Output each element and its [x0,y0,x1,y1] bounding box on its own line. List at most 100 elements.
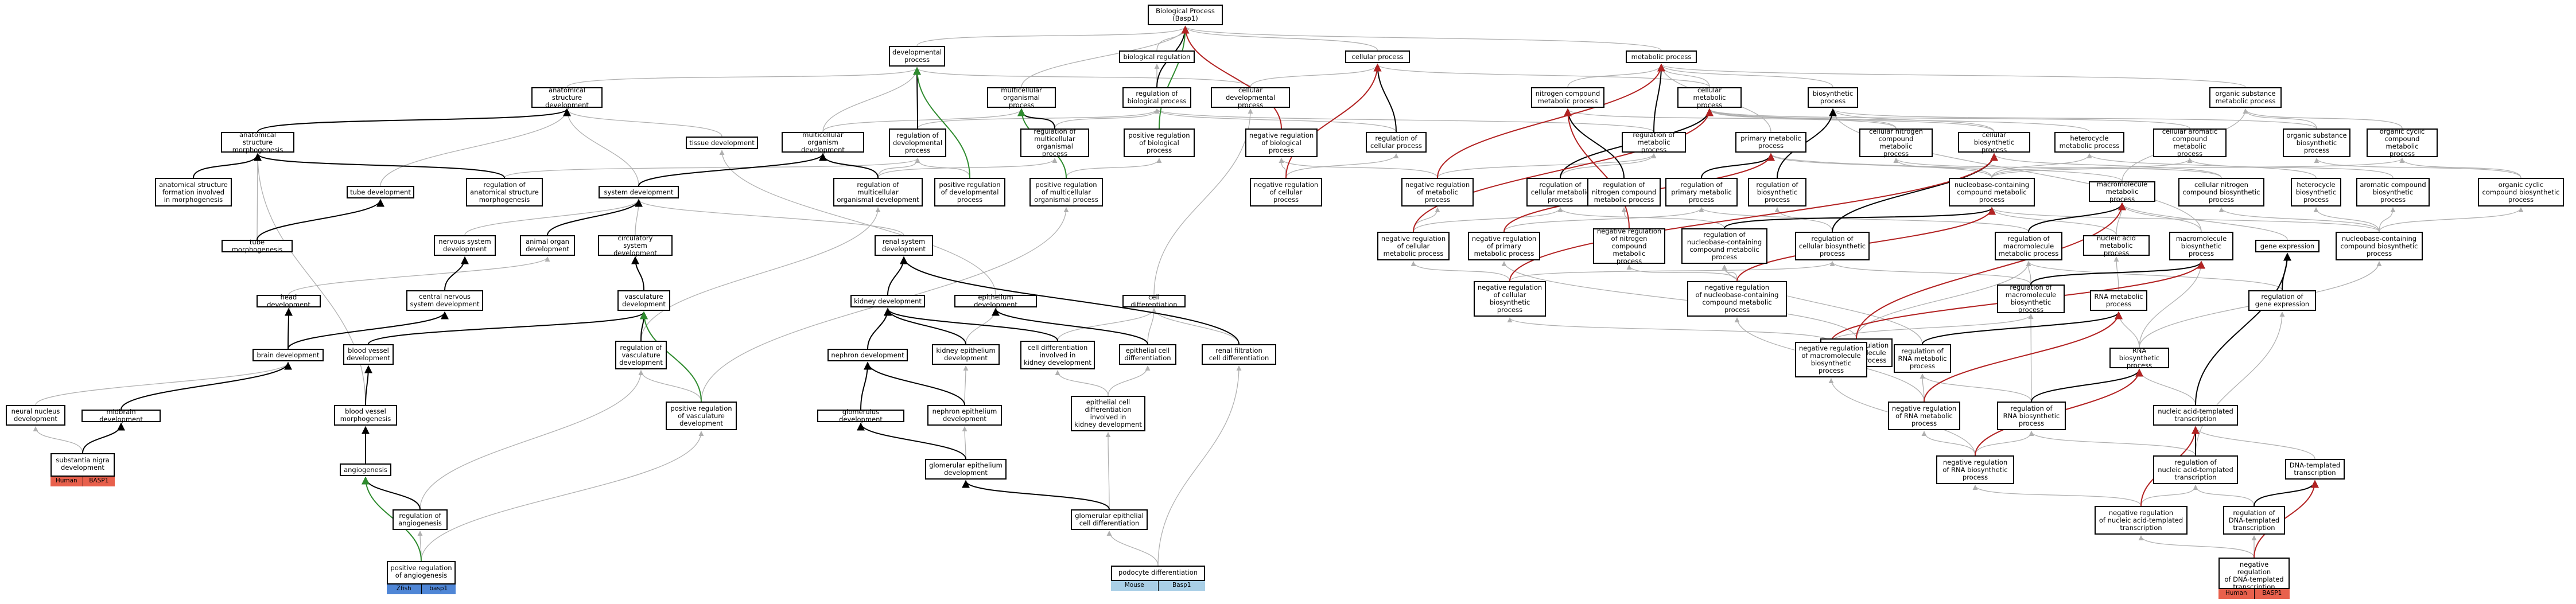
node-multicellular-organismal-process[interactable]: multicellular organismal process [987,86,1056,108]
node-nephron-epithelium-development[interactable]: nephron epithelium development [927,405,1002,426]
node-regulation-of-macromolecule-metabolic-process[interactable]: regulation of macromolecule metabolic pr… [1995,232,2062,260]
node-nervous-system-development[interactable]: nervous system development [434,235,496,256]
node-negative-regulation-of-cellular-metabolic-process[interactable]: negative regulation of cellular metaboli… [1377,232,1450,260]
node-epithelium-development[interactable]: epithelium development [954,294,1037,309]
node-regulation-of-nitrogen-compound-metabolic-process[interactable]: regulation of nitrogen compound metaboli… [1587,178,1661,206]
node-regulation-of-cellular-metabolic-process[interactable]: regulation of cellular metabolic process [1526,178,1594,206]
node-regulation-of-anatomical-structure-morphogenesis[interactable]: regulation of anatomical structure morph… [466,178,543,206]
node-circulatory-system-development[interactable]: circulatory system development [598,234,673,256]
node-organic-substance-biosynthetic-process[interactable]: organic substance biosynthetic process [2283,128,2350,157]
node-regulation-of-cellular-process[interactable]: regulation of cellular process [1366,132,1427,153]
node-vasculature-development[interactable]: vasculature development [617,290,670,311]
node-primary-metabolic-process[interactable]: primary metabolic process [1735,132,1806,153]
node-negative-regulation-of-metabolic-process[interactable]: negative regulation of metabolic process [1401,178,1474,206]
node-regulation-of-nucleic-acid-templated-transcription[interactable]: regulation of nucleic acid-templated tra… [2153,455,2238,484]
node-regulation-of-gene-expression[interactable]: regulation of gene expression [2248,290,2316,311]
node-regulation-of-angiogenesis[interactable]: regulation of angiogenesis [393,509,448,530]
node-nucleobase-containing-compound-biosynthetic-process[interactable]: nucleobase-containing compound biosynthe… [2336,232,2423,260]
node-positive-regulation-of-multicellular-organismal-process[interactable]: positive regulation of multicellular org… [1029,178,1103,206]
node-blood-vessel-development[interactable]: blood vessel development [343,344,394,365]
node-rna-biosynthetic-process[interactable]: RNA biosynthetic process [2109,346,2169,369]
node-tissue-development[interactable]: tissue development [686,137,758,149]
node-developmental-process[interactable]: developmental process [889,46,945,67]
node-anatomical-structure-formation[interactable]: anatomical structure formation involved … [155,178,232,206]
node-heterocycle-biosynthetic-process[interactable]: heterocycle biosynthetic process [2291,178,2341,206]
node-organic-cyclic-compound-biosynthetic-process[interactable]: organic cyclic compound biosynthetic pro… [2478,178,2564,206]
node-renal-filtration-cell-differentiation[interactable]: renal filtration cell differentiation [1202,344,1276,365]
node-glomerular-epithelium-development[interactable]: glomerular epithelium development [925,459,1007,480]
node-negative-regulation-of-biological-process[interactable]: negative regulation of biological proces… [1245,128,1318,157]
node-epithelial-cell-differentiation-involved-in-kidney-development[interactable]: epithelial cell differentiation involved… [1071,396,1145,431]
node-negative-regulation-of-nitrogen-compound-metabolic-process[interactable]: negative regulation of nitrogen compound… [1593,227,1665,264]
node-regulation-of-biosynthetic-process[interactable]: regulation of biosynthetic process [1748,178,1806,206]
node-cell-differentiation[interactable]: cell differentiation [1122,294,1186,309]
node-epithelial-cell-differentiation[interactable]: epithelial cell differentiation [1119,344,1176,365]
node-cellular-metabolic-process[interactable]: cellular metabolic process [1677,86,1742,108]
node-negative-regulation-of-cellular-biosynthetic-process[interactable]: negative regulation of cellular biosynth… [1474,281,1546,317]
node-regulation-of-rna-metabolic-process[interactable]: regulation of RNA metabolic process [1894,344,1951,373]
node-cellular-aromatic-compound-metabolic-process[interactable]: cellular aromatic compound metabolic pro… [2153,128,2227,158]
node-biological-regulation[interactable]: biological regulation [1119,50,1195,63]
node-central-nervous-system-development[interactable]: central nervous system development [406,290,483,311]
node-regulation-of-multicellular-organismal-development[interactable]: regulation of multicellular organismal d… [833,178,923,206]
node-negative-regulation-of-dna-templated-transcription[interactable]: negative regulation of DNA-templated tra… [2218,558,2290,599]
node-angiogenesis[interactable]: angiogenesis [340,463,391,476]
node-aromatic-compound-biosynthetic-process[interactable]: aromatic compound biosynthetic process [2356,178,2430,206]
node-regulation-of-macromolecule-biosynthetic-process[interactable]: regulation of macromolecule biosynthetic… [1997,284,2065,314]
node-tube-development[interactable]: tube development [347,186,414,198]
node-biological-process[interactable]: Biological Process (Basp1) [1148,5,1223,25]
node-organic-substance-metabolic-process[interactable]: organic substance metabolic process [2209,87,2282,108]
node-anatomical-structure-morphogenesis[interactable]: anatomical structure morphogenesis [221,131,294,153]
node-head-development[interactable]: head development [257,294,321,309]
node-regulation-of-primary-metabolic-process[interactable]: regulation of primary metabolic process [1665,178,1738,206]
node-nitrogen-compound-metabolic-process[interactable]: nitrogen compound metabolic process [1531,87,1604,108]
node-kidney-epithelium-development[interactable]: kidney epithelium development [932,344,1000,365]
node-tube-morphogenesis[interactable]: tube morphogenesis [222,239,293,254]
node-glomerulus-development[interactable]: glomerulus development [817,408,904,423]
node-multicellular-organism-development[interactable]: multicellular organism development [782,131,864,153]
node-negative-regulation-of-macromolecule-biosynthetic-process[interactable]: negative regulation of macromolecule bio… [1795,342,1867,377]
node-nucleic-acid-templated-transcription[interactable]: nucleic acid-templated transcription [2153,405,2238,426]
node-regulation-of-dna-templated-transcription[interactable]: regulation of DNA-templated transcriptio… [2223,506,2285,535]
node-biosynthetic-process[interactable]: biosynthetic process [1808,87,1858,108]
node-cellular-developmental-process[interactable]: cellular developmental process [1211,86,1290,108]
node-metabolic-process[interactable]: metabolic process [1626,50,1697,63]
node-macromolecule-biosynthetic-process[interactable]: macromolecule biosynthetic process [2169,232,2233,260]
node-regulation-of-rna-biosynthetic-process[interactable]: regulation of RNA biosynthetic process [1997,402,2066,430]
node-macromolecule-metabolic-process[interactable]: macromolecule metabolic process [2089,180,2155,202]
node-regulation-of-developmental-process[interactable]: regulation of developmental process [889,128,946,157]
node-cell-differentiation-involved-in-kidney-development[interactable]: cell differentiation involved in kidney … [1020,341,1095,369]
node-negative-regulation-of-nucleobase-containing-compound-metabolic-process[interactable]: negative regulation of nucleobase-contai… [1687,281,1787,317]
node-regulation-of-vasculature-development[interactable]: regulation of vasculature development [615,341,667,369]
node-rna-metabolic-process[interactable]: RNA metabolic process [2090,290,2147,311]
node-negative-regulation-of-cellular-process[interactable]: negative regulation of cellular process [1250,178,1322,206]
node-dna-templated-transcription[interactable]: DNA-templated transcription [2285,459,2345,480]
node-midbrain-development[interactable]: midbrain development [81,408,161,423]
node-cellular-process[interactable]: cellular process [1345,50,1410,63]
node-animal-organ-development[interactable]: animal organ development [520,235,575,256]
node-nucleobase-containing-compound-metabolic-process[interactable]: nucleobase-containing compound metabolic… [1949,178,2035,206]
node-brain-development[interactable]: brain development [252,349,324,361]
node-regulation-of-nucleobase-containing-compound-metabolic-process[interactable]: regulation of nucleobase-containing comp… [1681,228,1767,264]
node-blood-vessel-morphogenesis[interactable]: blood vessel morphogenesis [334,405,397,426]
node-cellular-nitrogen-compound-metabolic-process[interactable]: cellular nitrogen compound metabolic pro… [1859,128,1933,158]
node-negative-regulation-of-primary-metabolic-process[interactable]: negative regulation of primary metabolic… [1468,232,1540,260]
node-kidney-development[interactable]: kidney development [850,295,925,307]
node-regulation-of-multicellular-organismal-process[interactable]: regulation of multicellular organismal p… [1020,128,1089,158]
node-positive-regulation-of-developmental-process[interactable]: positive regulation of developmental pro… [934,178,1005,206]
node-gene-expression[interactable]: gene expression [2255,240,2319,252]
node-organic-cyclic-compound-metabolic-process[interactable]: organic cyclic compound metabolic proces… [2367,128,2438,158]
node-regulation-of-metabolic-process[interactable]: regulation of metabolic process [1622,131,1686,153]
node-cellular-biosynthetic-process[interactable]: cellular biosynthetic process [1958,131,2030,153]
node-cellular-nitrogen-compound-biosynthetic-process[interactable]: cellular nitrogen compound biosynthetic … [2178,178,2264,206]
node-nephron-development[interactable]: nephron development [827,349,908,361]
node-nucleic-acid-metabolic-process[interactable]: nucleic acid metabolic process [2083,234,2150,256]
node-renal-system-development[interactable]: renal system development [875,235,933,256]
node-glomerular-epithelial-cell-differentiation[interactable]: glomerular epithelial cell differentiati… [1071,509,1148,530]
node-regulation-of-cellular-biosynthetic-process[interactable]: regulation of cellular biosynthetic proc… [1795,232,1870,260]
node-system-development[interactable]: system development [599,186,679,198]
node-regulation-of-biological-process[interactable]: regulation of biological process [1122,87,1191,108]
